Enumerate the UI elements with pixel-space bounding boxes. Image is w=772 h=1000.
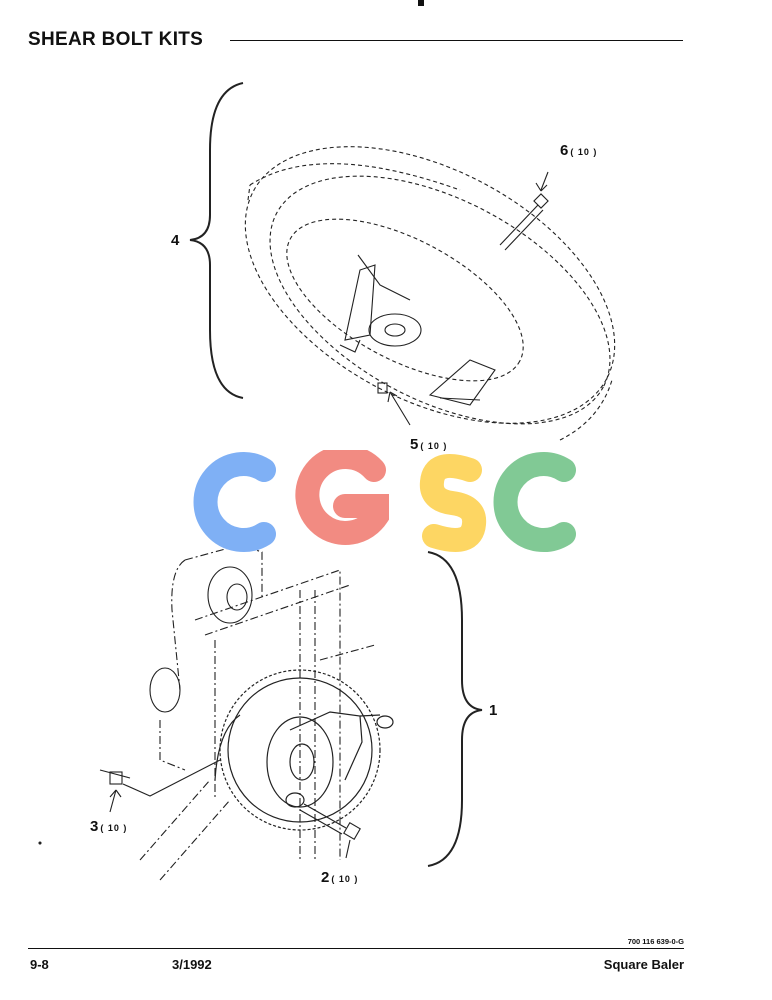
shear-bolt-2-illustration [299, 803, 361, 859]
callout-1: 1 [489, 702, 498, 719]
watermark-letter-c1 [193, 452, 276, 552]
page-top-mark [418, 0, 424, 6]
page-number: 9-8 [30, 957, 49, 972]
watermark-letter-s [419, 454, 487, 552]
nut-5-illustration [377, 382, 411, 426]
callout-4: 4 [171, 232, 180, 249]
page-title: SHEAR BOLT KITS [28, 29, 204, 50]
watermark-letter-g [295, 450, 389, 545]
brace-1 [427, 551, 483, 867]
flywheel-illustration [244, 146, 616, 441]
callout-5: 5( 10 ) [410, 436, 448, 453]
cgsc-watermark-logo [193, 450, 576, 552]
title-rule [230, 40, 683, 41]
sprocket-illustration [214, 669, 394, 831]
footer-rule [28, 948, 684, 949]
drawing-code: 700 116 639-0-G [627, 937, 684, 946]
nut-3-illustration [99, 759, 221, 813]
roller-illustration [149, 566, 253, 713]
watermark-letter-c2 [493, 452, 576, 552]
callout-3: 3( 10 ) [90, 818, 128, 835]
callout-2: 2( 10 ) [321, 869, 359, 886]
shear-bolt-6-illustration [499, 171, 549, 251]
brace-4 [189, 82, 244, 399]
frame-illustration [139, 544, 376, 881]
revision-date: 3/1992 [172, 957, 212, 972]
flywheel-hub-illustration [339, 254, 496, 406]
callout-6: 6( 10 ) [560, 142, 598, 159]
product-name: Square Baler [603, 957, 684, 972]
